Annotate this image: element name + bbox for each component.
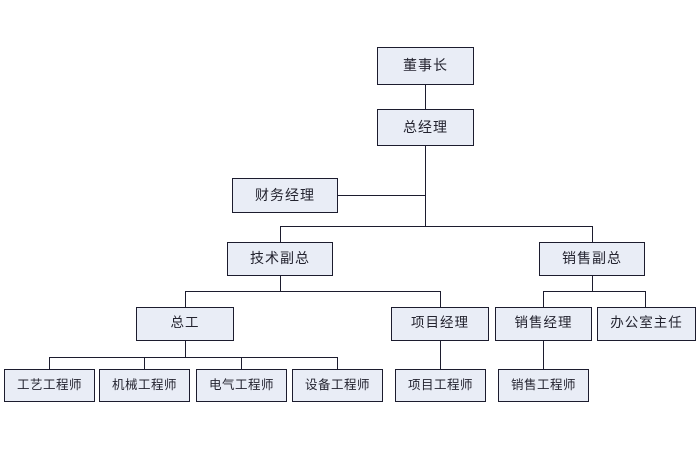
connector-finance-manager-branch xyxy=(338,195,426,196)
node-equipment-engineer[interactable]: 设备工程师 xyxy=(292,369,383,402)
connector-engineers-bus xyxy=(49,357,337,358)
node-vp-sales-label: 销售副总 xyxy=(562,251,622,267)
node-vp-technology[interactable]: 技术副总 xyxy=(227,242,333,276)
node-electrical-engineer-label: 电气工程师 xyxy=(208,377,274,393)
node-project-manager[interactable]: 项目经理 xyxy=(391,307,489,341)
connector-drop-vp-sales xyxy=(592,226,593,242)
connector-general-manager-trunk xyxy=(425,146,426,226)
node-project-engineer[interactable]: 项目工程师 xyxy=(395,369,486,402)
connector-drop-equipment-engineer xyxy=(337,357,338,369)
node-chairman[interactable]: 董事长 xyxy=(377,47,474,85)
connector-chairman-to-general-manager xyxy=(425,85,426,115)
node-mechanical-engineer[interactable]: 机械工程师 xyxy=(99,369,190,402)
connector-sales-manager-to-sales-engineer xyxy=(543,341,544,369)
connector-drop-process-engineer xyxy=(49,357,50,369)
node-office-director-label: 办公室主任 xyxy=(610,315,683,332)
node-office-director[interactable]: 办公室主任 xyxy=(597,307,696,341)
node-finance-manager-label: 财务经理 xyxy=(255,187,315,204)
node-chief-engineer[interactable]: 总工 xyxy=(136,307,234,341)
node-electrical-engineer[interactable]: 电气工程师 xyxy=(196,369,287,402)
node-project-engineer-label: 项目工程师 xyxy=(407,377,473,393)
connector-drop-chief-engineer xyxy=(185,291,186,308)
node-equipment-engineer-label: 设备工程师 xyxy=(304,377,370,393)
connector-drop-sales-manager xyxy=(543,291,544,308)
node-general-manager-label: 总经理 xyxy=(403,119,448,136)
connector-chief-engineer-trunk xyxy=(185,341,186,357)
connector-drop-office-director xyxy=(645,291,646,308)
node-sales-engineer[interactable]: 销售工程师 xyxy=(498,369,589,402)
node-mechanical-engineer-label: 机械工程师 xyxy=(111,377,177,393)
node-finance-manager[interactable]: 财务经理 xyxy=(232,178,338,213)
connector-drop-vp-technology xyxy=(280,226,281,242)
node-general-manager[interactable]: 总经理 xyxy=(377,109,474,146)
node-process-engineer[interactable]: 工艺工程师 xyxy=(4,369,95,402)
node-vp-sales[interactable]: 销售副总 xyxy=(539,242,645,276)
connector-vp-bus xyxy=(280,226,593,227)
connector-project-manager-to-project-engineer xyxy=(440,341,441,369)
node-sales-engineer-label: 销售工程师 xyxy=(510,377,576,393)
node-project-manager-label: 项目经理 xyxy=(411,315,469,332)
connector-vp-sales-bus xyxy=(543,291,646,292)
connector-drop-project-manager xyxy=(440,291,441,308)
node-sales-manager[interactable]: 销售经理 xyxy=(495,307,592,341)
node-chairman-label: 董事长 xyxy=(403,58,448,74)
connector-vp-technology-trunk xyxy=(280,275,281,291)
node-chief-engineer-label: 总工 xyxy=(170,315,200,332)
node-process-engineer-label: 工艺工程师 xyxy=(16,377,82,393)
connector-drop-electrical-engineer xyxy=(241,357,242,369)
connector-vp-sales-trunk xyxy=(592,275,593,291)
connector-vp-technology-bus xyxy=(185,291,441,292)
connector-drop-mechanical-engineer xyxy=(144,357,145,369)
node-vp-technology-label: 技术副总 xyxy=(250,251,310,267)
node-sales-manager-label: 销售经理 xyxy=(514,315,573,332)
